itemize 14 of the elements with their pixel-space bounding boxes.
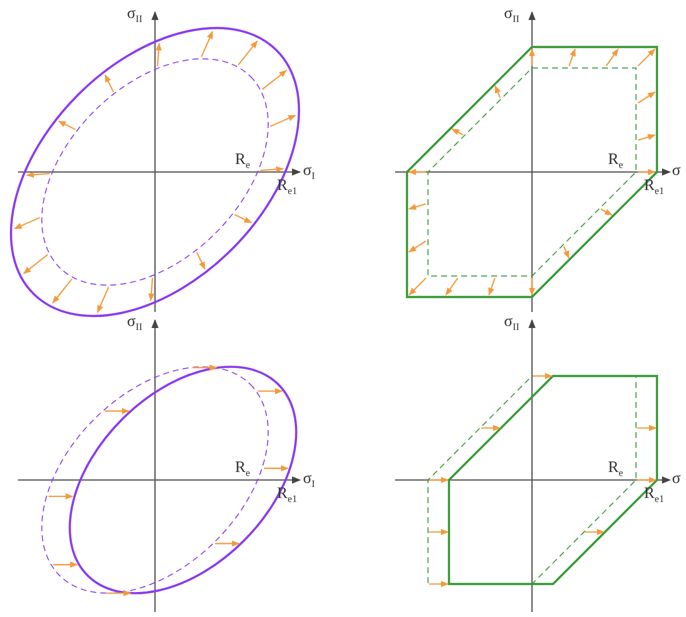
axis-label: σ$_{I}$ (303, 163, 315, 182)
axis-label: σ (672, 471, 681, 487)
point-label: R$_{e1}$ (644, 486, 664, 506)
axis-label: σ$_{II}$ (504, 6, 520, 26)
axis-label: σ$_{I}$ (303, 471, 315, 490)
axis-label: σ$_{II}$ (127, 6, 142, 26)
point-label: R$_{e}$ (608, 460, 624, 480)
axis-label: σ$_{II}$ (504, 314, 520, 334)
point-label: R$_{e}$ (608, 152, 624, 172)
point-label: R$_{e}$ (235, 460, 250, 480)
point-label: R$_{e}$ (235, 152, 250, 172)
axis-label: σ$_{II}$ (127, 314, 142, 334)
axis-label: σ (672, 163, 681, 179)
point-label: R$_{e1}$ (644, 178, 664, 198)
